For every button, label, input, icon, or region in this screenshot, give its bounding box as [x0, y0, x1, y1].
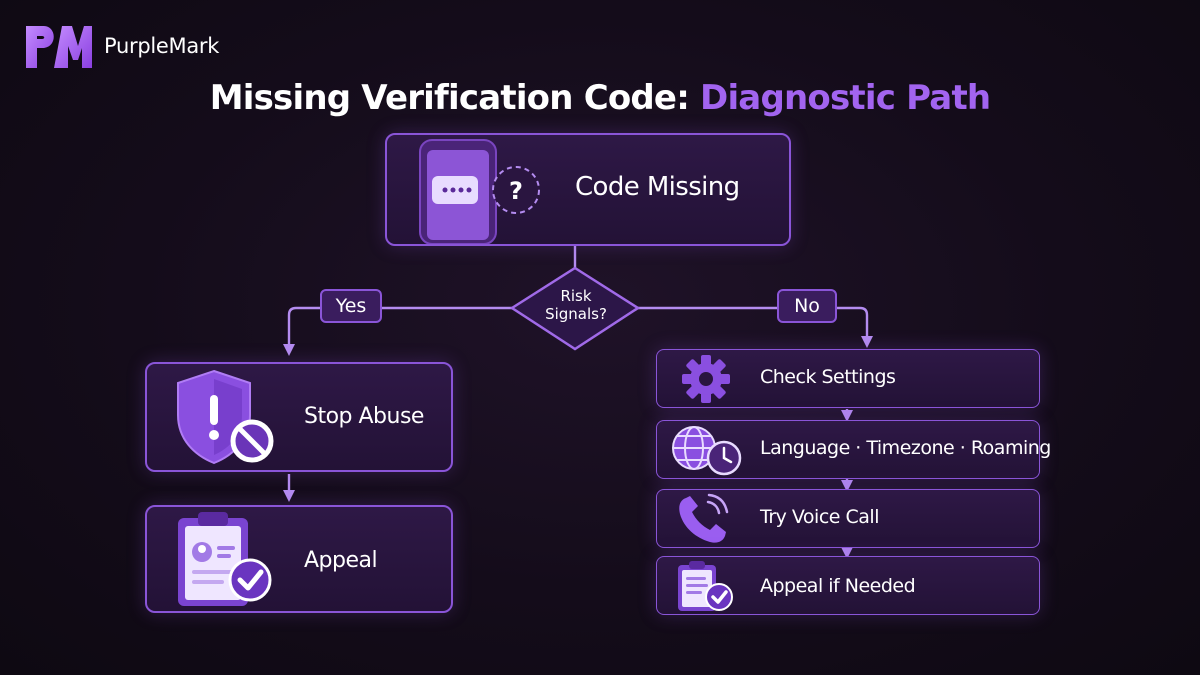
phone-chat-icon — [419, 139, 497, 244]
no-label: No — [777, 289, 837, 323]
phone-call-icon — [679, 493, 729, 543]
clipboard-check-icon — [178, 512, 272, 606]
label-appeal-if-needed: Appeal if Needed — [760, 575, 916, 597]
connector-no — [638, 306, 873, 348]
brand: PurpleMark — [24, 22, 219, 70]
purplemark-logo — [26, 26, 92, 68]
decision-diamond — [509, 266, 641, 351]
title-accent: Diagnostic Path — [700, 78, 991, 118]
label-check-settings: Check Settings — [760, 366, 896, 388]
label-appeal: Appeal — [304, 548, 378, 573]
clipboard-check-icon — [678, 561, 733, 611]
gear-icon — [682, 355, 730, 403]
label-stop-abuse: Stop Abuse — [304, 404, 424, 429]
label-language-timezone-roaming: Language · Timezone · Roaming — [760, 437, 1051, 459]
question-icon: ? — [492, 166, 540, 214]
brand-name: PurpleMark — [104, 34, 220, 58]
shield-block-icon — [177, 369, 274, 465]
decision-line1: Risk — [560, 287, 592, 305]
connector-yes — [283, 306, 512, 356]
yes-label: Yes — [320, 289, 382, 323]
label-try-voice-call: Try Voice Call — [760, 506, 879, 528]
label-code-missing: Code Missing — [575, 172, 740, 202]
svg-text:?: ? — [509, 177, 523, 205]
title-main: Missing Verification Code: — [209, 78, 701, 118]
decision-label: Risk Signals? — [522, 287, 630, 323]
globe-clock-icon — [672, 426, 742, 476]
page-title: Missing Verification Code: Diagnostic Pa… — [0, 78, 1200, 118]
decision-line2: Signals? — [545, 305, 607, 323]
